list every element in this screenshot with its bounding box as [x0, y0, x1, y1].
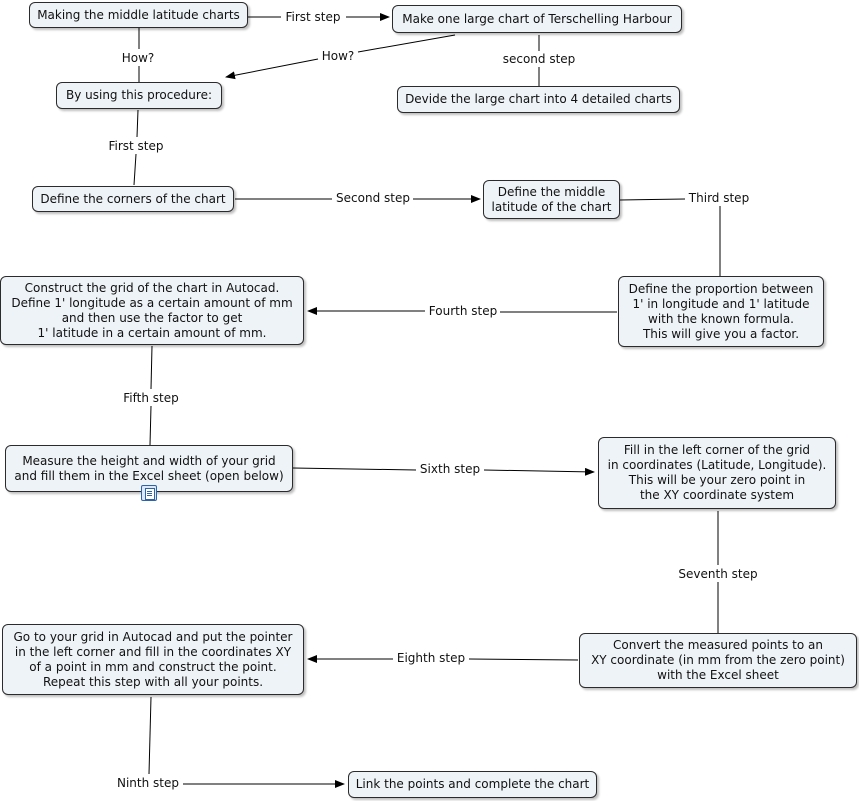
edge-autocad-to-link-a [148, 696, 152, 775]
edge-large-chart-to-procedure-b [225, 58, 319, 80]
edge-measure-to-fill-a [292, 467, 417, 471]
edge-measure-to-fill-b [483, 467, 595, 476]
label-fifth-step: Fifth step [121, 391, 181, 405]
node-convert[interactable]: Convert the measured points to an XY coo… [579, 633, 857, 688]
node-making-charts[interactable]: Making the middle latitude charts [29, 2, 248, 28]
label-sixth-step: Sixth step [417, 462, 483, 476]
label-ninth-step: Ninth step [115, 776, 181, 790]
label-how-left: How? [119, 51, 157, 65]
node-middle-latitude[interactable]: Define the middle latitude of the chart [483, 180, 620, 219]
node-measure[interactable]: Measure the height and width of your gri… [5, 445, 293, 492]
node-proportion[interactable]: Define the proportion between 1' in long… [618, 276, 824, 347]
node-fill-corner[interactable]: Fill in the left corner of the grid in c… [598, 437, 836, 509]
excel-sheet-document-icon[interactable] [141, 485, 157, 501]
label-second-step: Second step [334, 191, 412, 205]
edge-grid-to-measure-b [149, 405, 152, 446]
label-eighth-step: Eighth step [394, 651, 468, 665]
label-first-step-top: First step [283, 10, 343, 24]
label-how-mid: How? [319, 49, 357, 63]
edge-convert-to-autocad-a [468, 658, 579, 661]
node-corners[interactable]: Define the corners of the chart [32, 186, 234, 212]
node-devide[interactable]: Devide the large chart into 4 detailed c… [397, 86, 680, 113]
edge-procedure-to-corners-b [133, 153, 137, 186]
node-autocad-points[interactable]: Go to your grid in Autocad and put the p… [2, 624, 304, 695]
label-third-step: Third step [686, 191, 752, 205]
node-large-chart[interactable]: Make one large chart of Terschelling Har… [392, 5, 682, 33]
edge-middle-to-proportion-a [619, 198, 686, 201]
edge-procedure-to-corners-a [136, 109, 139, 138]
label-second-step-top: second step [500, 52, 578, 66]
node-link[interactable]: Link the points and complete the chart [348, 771, 597, 798]
label-seventh-step: Seventh step [676, 567, 760, 581]
label-first-step: First step [106, 139, 166, 153]
node-procedure[interactable]: By using this procedure: [56, 82, 222, 109]
edge-grid-to-measure-a [150, 345, 153, 390]
edge-large-chart-to-procedure-a [357, 34, 456, 53]
node-grid[interactable]: Construct the grid of the chart in Autoc… [0, 276, 304, 345]
label-fourth-step: Fourth step [426, 304, 500, 318]
